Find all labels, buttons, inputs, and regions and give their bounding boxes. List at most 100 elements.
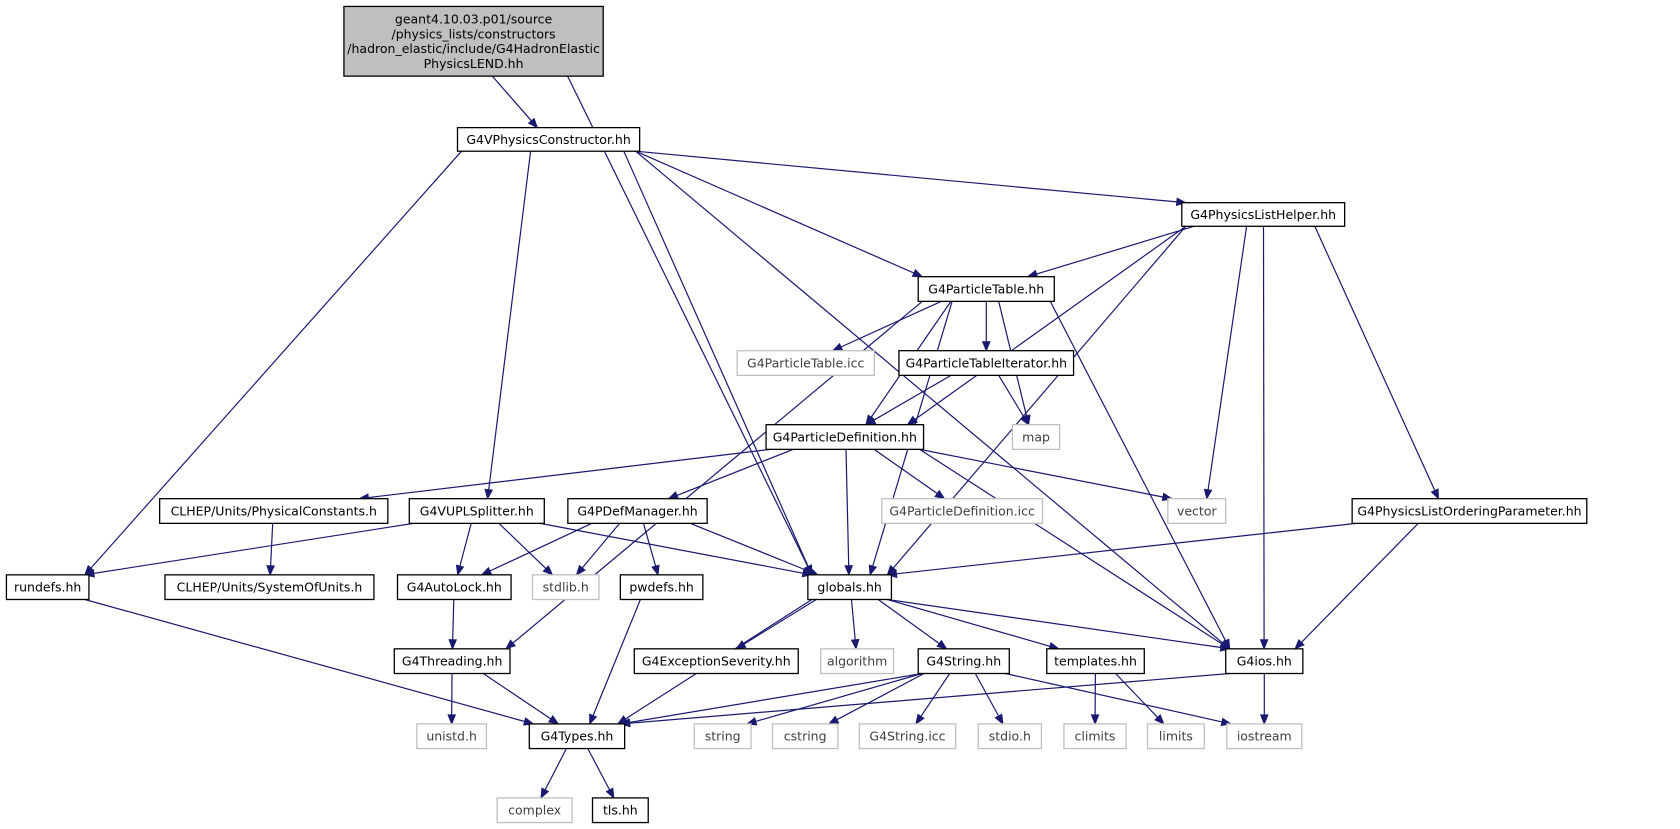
node-label: rundefs.hh bbox=[14, 580, 81, 595]
edge-plh-to-g4ios bbox=[1259, 226, 1269, 651]
node-label: pwdefs.hh bbox=[629, 580, 694, 595]
edge-line bbox=[887, 598, 1051, 647]
edge-line bbox=[1207, 226, 1248, 490]
arrowhead bbox=[1259, 639, 1269, 651]
arrowhead bbox=[1294, 639, 1305, 650]
edge-line bbox=[581, 523, 621, 569]
node-root[interactable]: geant4.10.03.p01/source/physics_lists/co… bbox=[343, 5, 604, 77]
edge-templates-to-limits bbox=[1115, 673, 1165, 725]
node-box bbox=[1146, 723, 1205, 750]
node-box bbox=[619, 574, 704, 601]
node-label: G4ParticleDefinition.icc bbox=[889, 504, 1035, 519]
node-label: unistd.h bbox=[426, 729, 477, 744]
node-types[interactable]: G4Types.hh bbox=[528, 723, 626, 750]
edge-line bbox=[974, 673, 1000, 717]
node-physconst[interactable]: CLHEP/Units/PhysicalConstants.h bbox=[158, 498, 389, 525]
node-box bbox=[1046, 648, 1145, 675]
edge-line bbox=[836, 672, 925, 721]
edge-line bbox=[270, 523, 274, 566]
edge-ptable-to-ptable_icc bbox=[831, 300, 942, 352]
node-label: G4AutoLock.hh bbox=[407, 580, 502, 595]
node-box bbox=[1011, 424, 1061, 451]
node-g4ios[interactable]: G4ios.hh bbox=[1225, 648, 1304, 675]
node-limits: limits bbox=[1146, 723, 1205, 750]
node-ptable[interactable]: G4ParticleTable.hh bbox=[917, 276, 1055, 303]
edge-pdefmgr-to-globals bbox=[690, 522, 820, 576]
node-tls[interactable]: tls.hh bbox=[591, 797, 649, 824]
node-box bbox=[693, 723, 752, 750]
edge-vupl-to-autolock bbox=[455, 523, 472, 577]
node-box bbox=[416, 723, 488, 750]
arrowhead bbox=[1090, 714, 1100, 726]
edge-globals-to-excsev bbox=[735, 598, 817, 650]
edge-globals-to-g4string bbox=[877, 599, 948, 650]
node-ordpar[interactable]: G4PhysicsListOrderingParameter.hh bbox=[1351, 498, 1588, 525]
edge-globals-to-algorithm bbox=[850, 599, 860, 651]
node-plh[interactable]: G4PhysicsListHelper.hh bbox=[1181, 202, 1346, 227]
arrowhead bbox=[864, 416, 877, 426]
node-box bbox=[456, 126, 641, 152]
node-templates[interactable]: templates.hh bbox=[1046, 648, 1145, 675]
edge-line bbox=[919, 448, 1223, 645]
node-vupl[interactable]: G4VUPLSplitter.hh bbox=[408, 498, 545, 525]
node-label: G4PhysicsListHelper.hh bbox=[1190, 207, 1336, 222]
edge-line bbox=[544, 748, 567, 791]
node-globals[interactable]: globals.hh bbox=[807, 574, 893, 601]
arrowhead bbox=[575, 564, 586, 576]
node-label: vector bbox=[1177, 504, 1218, 519]
edge-line bbox=[623, 150, 809, 567]
node-box bbox=[917, 648, 1010, 675]
node-vpc[interactable]: G4VPhysicsConstructor.hh bbox=[456, 126, 641, 152]
node-sysunits[interactable]: CLHEP/Units/SystemOfUnits.h bbox=[164, 574, 375, 601]
node-threading[interactable]: G4Threading.hh bbox=[393, 648, 511, 675]
edge-vpc-to-ptable bbox=[635, 150, 924, 278]
node-box bbox=[765, 424, 925, 451]
edge-line bbox=[567, 75, 809, 567]
node-excsev[interactable]: G4ExceptionSeverity.hh bbox=[633, 648, 799, 675]
node-label: G4String.hh bbox=[926, 654, 1001, 669]
node-g4string[interactable]: G4String.hh bbox=[917, 648, 1010, 675]
edge-line bbox=[90, 150, 462, 569]
node-box bbox=[977, 723, 1043, 750]
node-box bbox=[633, 648, 799, 675]
node-rundefs[interactable]: rundefs.hh bbox=[5, 574, 90, 601]
node-stricc: G4String.icc bbox=[858, 723, 957, 750]
arrowhead bbox=[886, 569, 898, 579]
edge-line bbox=[488, 151, 532, 490]
arrowhead bbox=[651, 564, 660, 577]
node-autolock[interactable]: G4AutoLock.hh bbox=[396, 574, 512, 601]
arrowhead bbox=[994, 713, 1004, 726]
arrowhead bbox=[915, 713, 925, 726]
arrowhead bbox=[667, 491, 680, 500]
edge-line bbox=[920, 673, 951, 717]
edge-line bbox=[540, 522, 804, 574]
node-pdefmgr[interactable]: G4PDefManager.hh bbox=[567, 498, 708, 525]
edge-templates-to-climits bbox=[1090, 673, 1100, 726]
edge-line bbox=[1262, 226, 1265, 640]
node-pwdefs[interactable]: pwdefs.hh bbox=[619, 574, 704, 601]
node-label: geant4.10.03.p01/source bbox=[395, 12, 553, 27]
node-box bbox=[393, 648, 511, 675]
edge-line bbox=[491, 75, 532, 122]
node-complex: complex bbox=[496, 797, 573, 824]
arrowhead bbox=[1430, 488, 1440, 500]
edge-line bbox=[914, 225, 1187, 420]
edge-line bbox=[845, 449, 850, 566]
edge-autolock-to-threading bbox=[448, 599, 458, 651]
node-box bbox=[528, 723, 626, 750]
edge-line bbox=[690, 522, 810, 573]
edge-ptable-to-ptiter bbox=[981, 301, 991, 353]
node-ptiter[interactable]: G4ParticleTableIterator.hh bbox=[898, 350, 1075, 377]
node-pdef[interactable]: G4ParticleDefinition.hh bbox=[765, 424, 925, 451]
edge-pdef-to-physconst bbox=[358, 448, 771, 502]
node-box bbox=[158, 498, 389, 525]
edge-g4string-to-iostream bbox=[1005, 672, 1233, 727]
edge-line bbox=[1314, 226, 1436, 491]
node-pdef_icc: G4ParticleDefinition.icc bbox=[881, 498, 1044, 525]
edge-g4string-to-string bbox=[745, 672, 923, 726]
edge-line bbox=[629, 672, 1230, 724]
edge-line bbox=[452, 599, 455, 640]
node-box bbox=[567, 498, 708, 525]
edge-line bbox=[482, 673, 552, 720]
node-box bbox=[881, 498, 1044, 525]
